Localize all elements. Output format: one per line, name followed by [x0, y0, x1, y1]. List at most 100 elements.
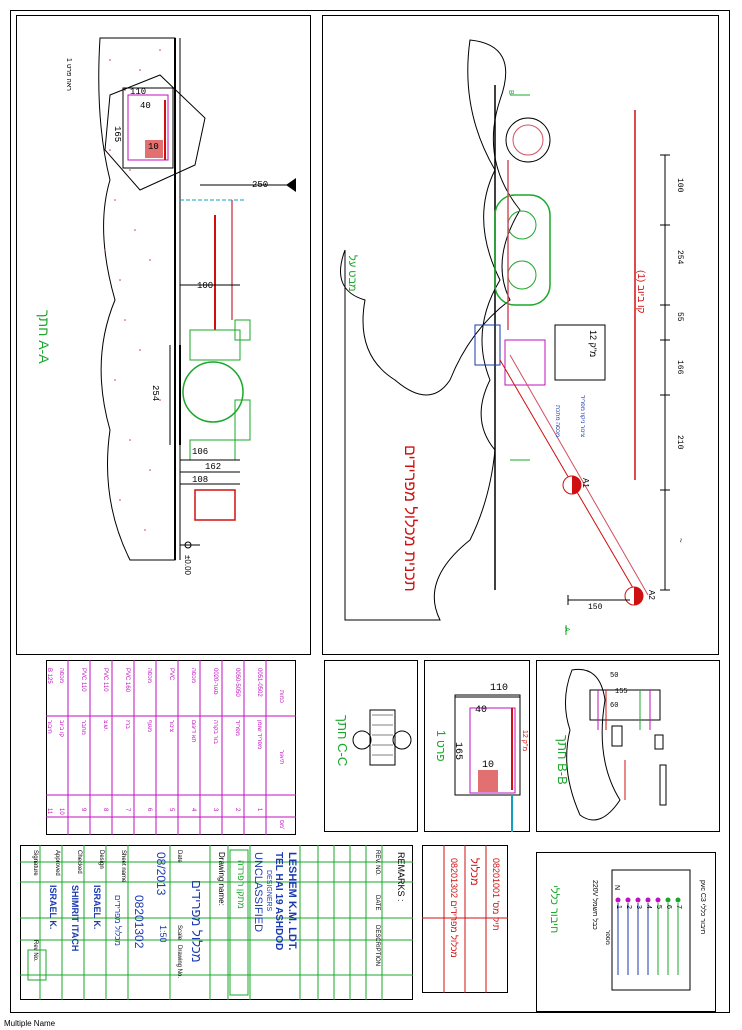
legend-row-6-qty: PVC 160 [124, 668, 130, 693]
legend-row-6-name: ברז [124, 720, 130, 729]
dim-254: 254 [150, 385, 160, 402]
legend-row-2-name: בור בקרה [212, 720, 218, 744]
dim-110: 110 [130, 87, 147, 97]
plan-tank-label: 12 מ"ק [588, 330, 598, 358]
tb-checked: SHIMRIT ITACH [70, 885, 80, 952]
bb-dim-50: 50 [610, 672, 619, 680]
tb-remarks: REMARKS : [396, 852, 406, 902]
tb-drawing-label: Drawing name: [217, 852, 226, 906]
plan-note1: צינור ניקוז מפריד [579, 395, 585, 438]
legend-row-8-no: 9 [80, 808, 86, 812]
tb-approved: ISRAEL K. [48, 885, 58, 930]
legend-row-0-no: 1 [256, 808, 262, 812]
bb-dim-155: 155 [615, 688, 628, 696]
plan-drawing [340, 39, 670, 635]
detail1-dim-40: 40 [475, 705, 488, 716]
tb-col-date: DATE [374, 895, 380, 911]
section-cc-frame [324, 660, 418, 832]
legend-row-9-name: קו ביוב [58, 720, 64, 738]
legend-row-3-name: תא דיגום [190, 720, 196, 743]
dim-250: 250 [252, 180, 269, 190]
legend-row-6-no: 7 [124, 808, 130, 812]
tb-company: LESHEM K.M. LDT. [286, 852, 298, 951]
section-aa-title: חתך A-A [36, 310, 52, 364]
section-cc-title: חתך C-C [335, 715, 350, 767]
tb-address: TEL HAI 19 ASHDOD [273, 852, 284, 951]
legend-table-frame [46, 660, 296, 835]
project-line-3: מכלול מפרידים 08201302 [449, 858, 459, 958]
dim-100: 100 [197, 281, 214, 291]
tb-rev-label: Rev No. [32, 940, 38, 962]
dim-162: 162 [205, 462, 222, 472]
plan-dim-0: 100 [675, 178, 684, 193]
elec-n-label: N [613, 885, 620, 891]
legend-row-7-no: 8 [102, 808, 108, 812]
legend-row-9-no: 10 [58, 808, 64, 815]
plan-note2: מכסה מתכת [554, 405, 560, 438]
legend-row-2-no: 3 [212, 808, 218, 812]
elevation-label: ±0.00 [183, 555, 192, 575]
title-block-grid [20, 845, 413, 1000]
plan-label-a2: A2 [647, 590, 656, 600]
plan-dim-2: 55 [675, 312, 684, 322]
dim-106: 106 [192, 447, 209, 457]
legend-row-5-qty: מכסה [146, 668, 152, 683]
elec-nums-label: מספר [604, 930, 610, 945]
tb-drawing-no: 08201302 [132, 895, 146, 949]
legend-row-3-no: 4 [190, 808, 196, 812]
section-cc-drawing [352, 709, 412, 766]
elec-pvc-label: pvc C3 חיבור כללי [699, 880, 706, 935]
elec-pin-3: 3 [635, 905, 642, 909]
legend-row-1-no: 2 [234, 808, 240, 812]
elec-pin-1: 1 [615, 905, 622, 909]
legend-row-10-qty: B 125 [46, 668, 52, 684]
tb-drawing-name: מכלול מפרידים [189, 880, 204, 963]
detail1-dim-110: 110 [490, 683, 509, 694]
outer-border [10, 10, 730, 1013]
plan-subtitle: מבט על [346, 255, 358, 292]
project-box-grid [422, 845, 508, 993]
tb-drawing-name-2: מתקן הפרדה [236, 860, 246, 909]
tb-classification: UNCLASSIFIED [252, 852, 264, 933]
legend-row-0-name: מפריד שומן [256, 720, 262, 750]
elec-power-label: 220V כבל חשמל [591, 880, 598, 930]
legend-row-9-qty: מכסה [58, 668, 64, 683]
legend-header-2: כמות [278, 690, 284, 703]
plan-dim-6: 150 [588, 603, 603, 612]
elec-title: חיבור כללי [548, 885, 560, 934]
section-aa-drawing [98, 37, 296, 561]
plan-ref-aa: A [563, 627, 570, 632]
legend-row-7-name: ש.צ. [102, 720, 108, 731]
plan-dim-3: 166 [675, 360, 684, 375]
tb-file: מכלול מפרידים [113, 895, 122, 946]
section-aa-callout: ראה פרט 1 [65, 58, 72, 91]
legend-row-4-name: צינור [168, 720, 174, 732]
legend-table-grid [46, 660, 296, 835]
section-bb-title: חתך B-B [555, 735, 570, 785]
detail1-frame [424, 660, 530, 832]
detail1-title: פרט 1 [434, 730, 448, 762]
tb-scale-label: Scale [176, 925, 182, 941]
detail1-dim-10: 10 [482, 760, 495, 771]
detail1-note: 12 מ"ק [521, 730, 528, 752]
plan-title: תכנית מכלול מפרידים [401, 445, 418, 592]
tb-file-label: Sheet name [120, 850, 126, 883]
legend-header-1: תיאור [278, 750, 284, 765]
legend-row-8-qty: PVC 110 [80, 668, 86, 692]
tb-designers: DESIGNERS [265, 870, 272, 912]
legend-row-0-qty: 0051-0502 [256, 668, 262, 697]
footer-note: Multiple Name [4, 1019, 56, 1028]
legend-table: מס' תיאור כמות מפריד שומן 0051-0502 1 מפ… [46, 660, 296, 835]
legend-row-5-no: 6 [146, 808, 152, 812]
dim-10: 10 [148, 142, 159, 152]
detail1-dim-165: 165 [452, 742, 463, 761]
title-block-frame [20, 845, 413, 1000]
legend-row-1-name: מפריד [234, 720, 240, 736]
section-aa-frame [16, 15, 311, 655]
plan-dim-1: 254 [675, 250, 684, 265]
plan-label-a1: A1 [581, 478, 590, 488]
elec-pin-4: 4 [645, 905, 652, 909]
plan-ref-bb: B [507, 90, 514, 95]
